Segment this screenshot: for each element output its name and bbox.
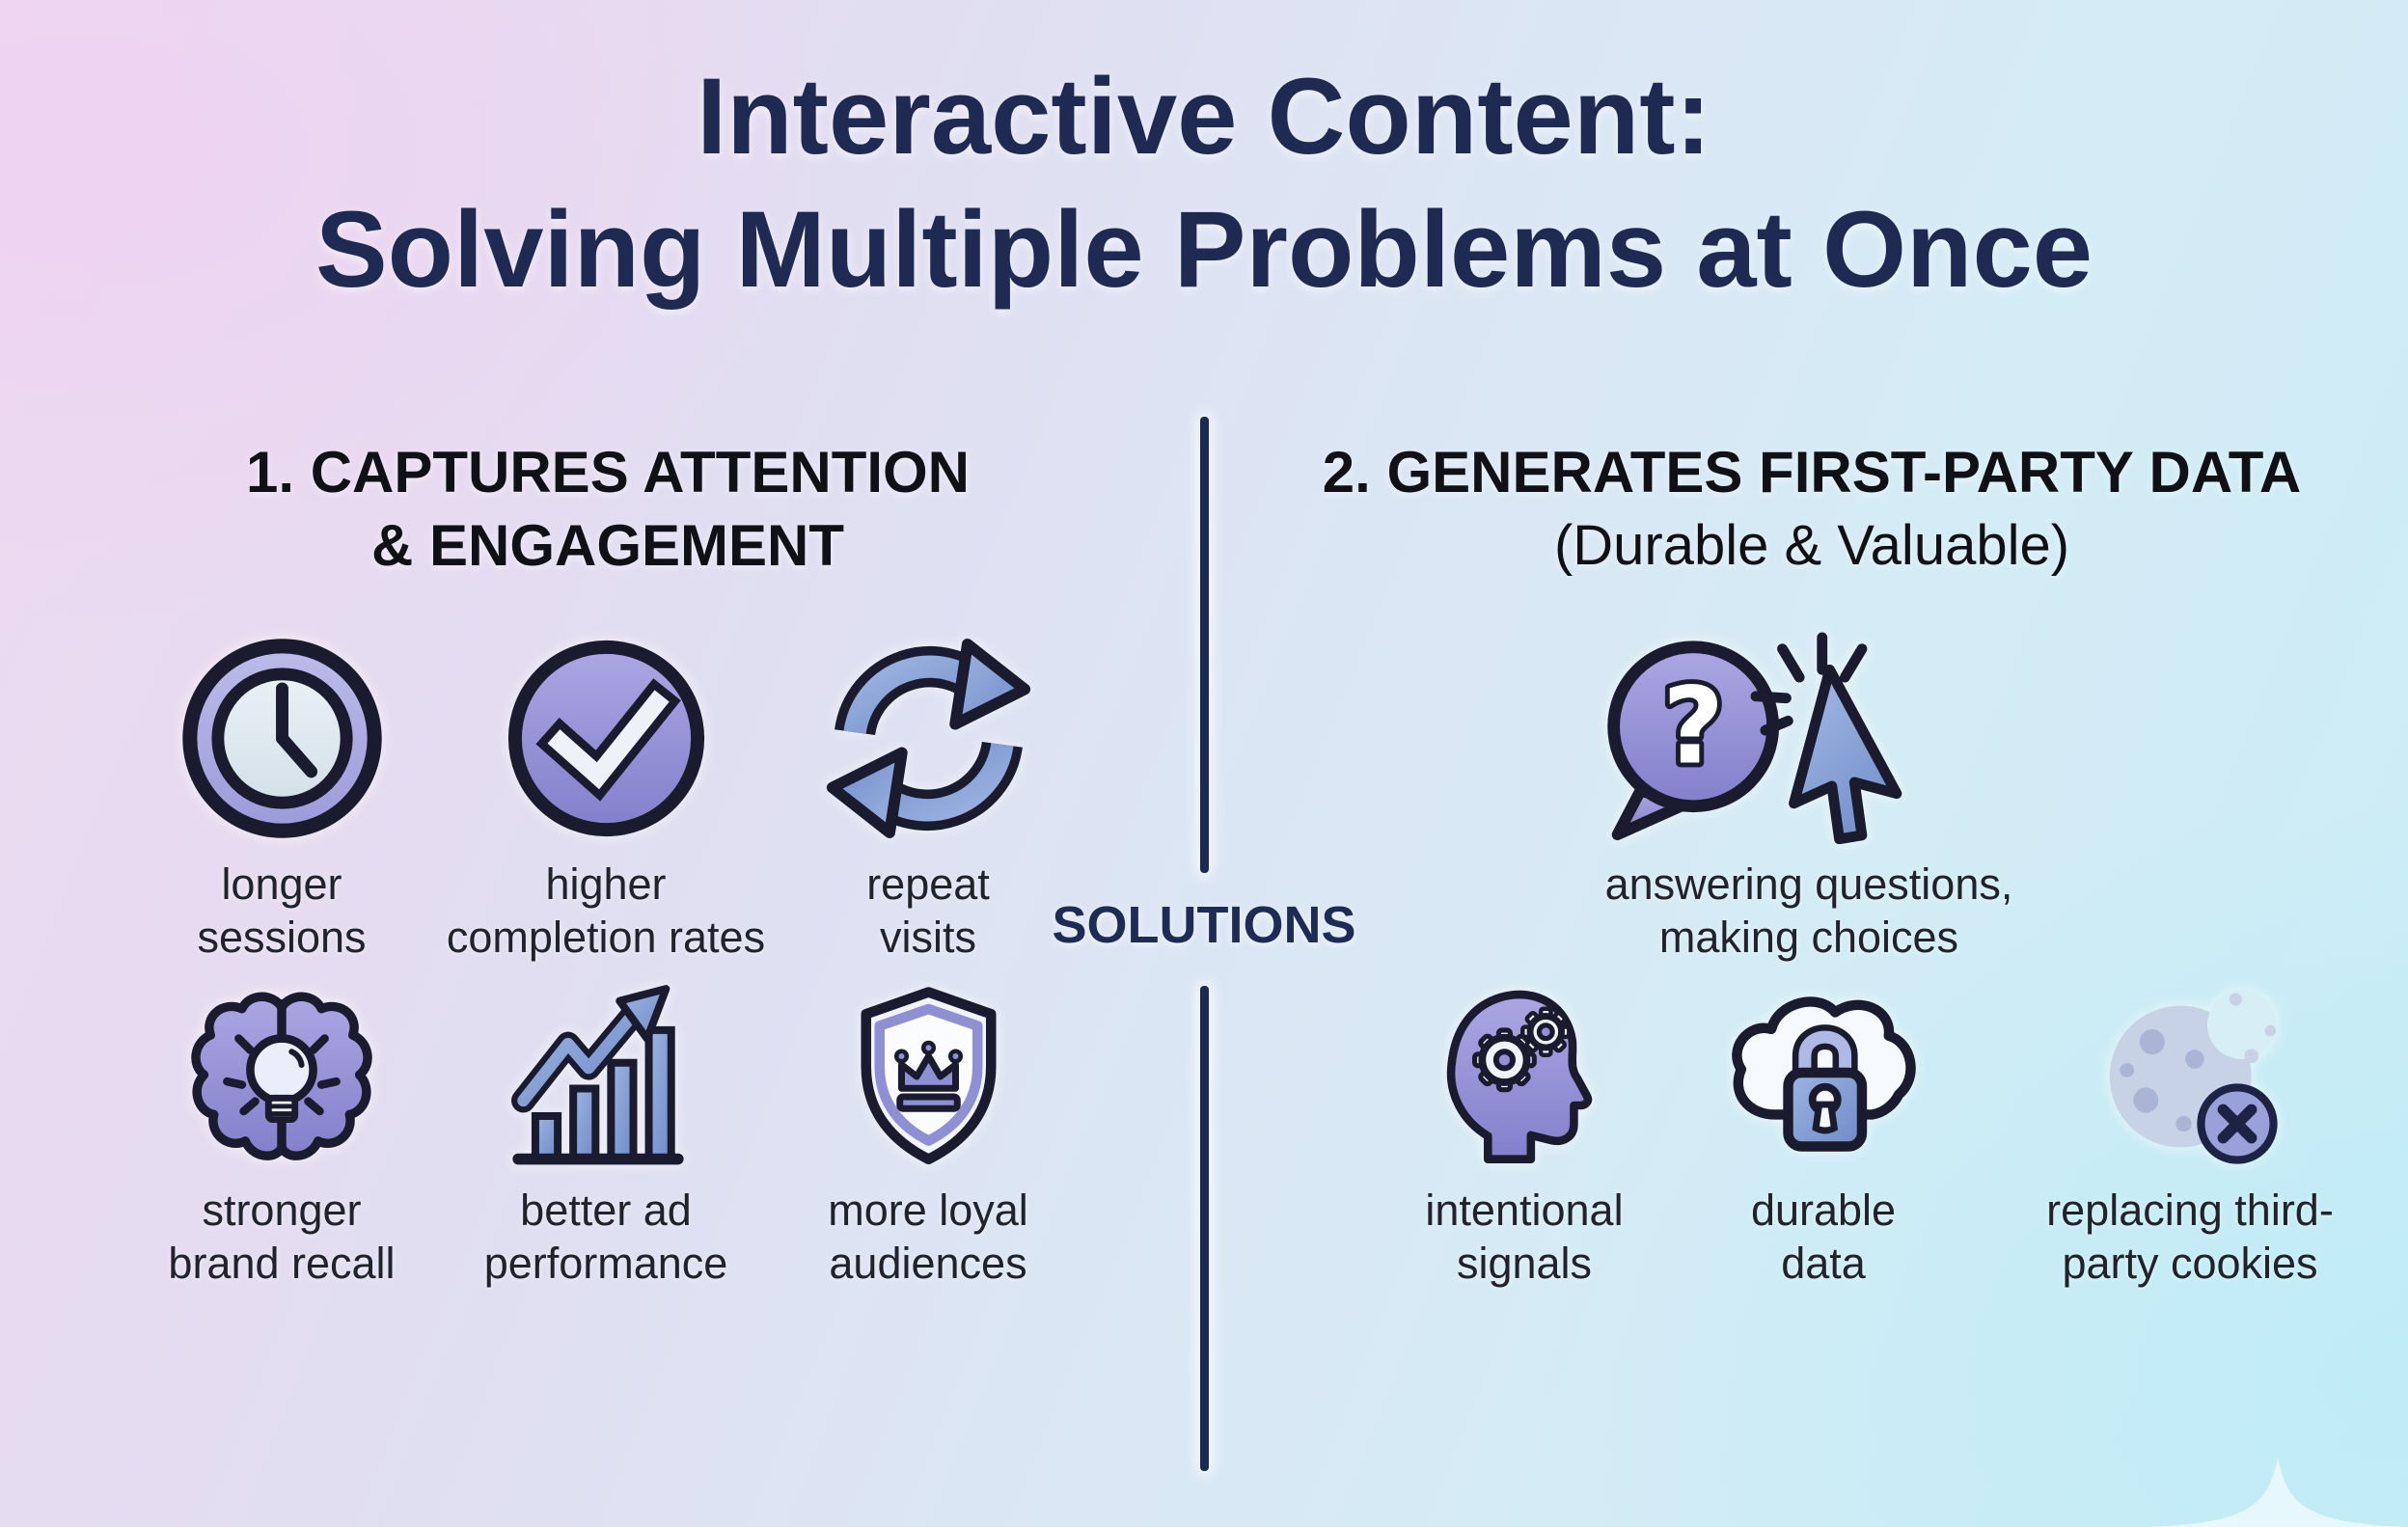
list-item: ? answering questions, making choices bbox=[1491, 632, 2127, 964]
item-label: better ad performance bbox=[483, 1186, 728, 1288]
cursor-icon bbox=[1789, 664, 1902, 844]
item-label: repeat visits bbox=[866, 859, 990, 962]
head-gears-icon bbox=[1432, 982, 1617, 1170]
solutions-label: SOLUTIONS bbox=[1052, 896, 1356, 954]
heading-line: 2. GENERATES FIRST-PARTY DATA bbox=[1322, 440, 2302, 504]
svg-text:?: ? bbox=[1662, 665, 1724, 788]
list-item: intentional signals bbox=[1351, 982, 1698, 1290]
question-bubble-icon: ? bbox=[1607, 641, 1780, 841]
section-heading-first-party-data: 2. GENERATES FIRST-PARTY DATA (Durable &… bbox=[1281, 436, 2342, 583]
list-item: better ad performance bbox=[432, 982, 780, 1290]
divider-line-top bbox=[1200, 417, 1209, 873]
item-label: stronger brand recall bbox=[168, 1186, 396, 1288]
item-label: intentional signals bbox=[1425, 1186, 1624, 1288]
heading-line: & ENGAGEMENT bbox=[370, 513, 845, 578]
brain-lightbulb-icon bbox=[182, 982, 381, 1170]
cloud-lock-icon bbox=[1721, 982, 1926, 1170]
list-item: more loyal audiences bbox=[754, 982, 1102, 1290]
item-label: answering questions, making choices bbox=[1604, 859, 2013, 962]
page-title: Interactive Content: Solving Multiple Pr… bbox=[0, 50, 2408, 316]
list-item: durable data bbox=[1650, 982, 1997, 1290]
cookie-chips bbox=[2120, 1028, 2204, 1132]
page-title-line2: Solving Multiple Problems at Once bbox=[315, 189, 2093, 310]
click-burst-icon bbox=[1750, 632, 1868, 736]
list-item: stronger brand recall bbox=[108, 982, 455, 1290]
shield-crown-icon bbox=[844, 982, 1013, 1170]
checkmark-circle-icon bbox=[503, 632, 710, 844]
item-label: higher completion rates bbox=[446, 859, 766, 962]
refresh-arrows-icon bbox=[825, 632, 1032, 844]
heading-line: 1. CAPTURES ATTENTION bbox=[245, 440, 971, 504]
blocked-cookie-icon bbox=[2095, 982, 2285, 1170]
item-label: more loyal audiences bbox=[828, 1186, 1028, 1288]
item-label: longer sessions bbox=[197, 859, 367, 962]
gear-large bbox=[1472, 1026, 1537, 1092]
list-item: repeat visits bbox=[754, 632, 1102, 964]
gear-small bbox=[1520, 1005, 1572, 1057]
corner-peak-decoration bbox=[2148, 1458, 2408, 1527]
list-item: higher completion rates bbox=[432, 632, 780, 964]
growth-chart-icon bbox=[511, 982, 700, 1170]
question-bubble-cursor-click-icon: ? bbox=[1591, 632, 2027, 844]
list-item: replacing third- party cookies bbox=[1974, 982, 2406, 1290]
divider-line-bottom bbox=[1200, 986, 1209, 1471]
section-heading-captures-attention: 1. CAPTURES ATTENTION & ENGAGEMENT bbox=[125, 436, 1090, 583]
item-label: durable data bbox=[1750, 1186, 1897, 1288]
list-item: longer sessions bbox=[108, 632, 455, 964]
heading-subline: (Durable & Valuable) bbox=[1553, 514, 2070, 577]
clock-icon bbox=[178, 632, 386, 844]
item-label: replacing third- party cookies bbox=[2046, 1186, 2334, 1288]
page-title-line1: Interactive Content: bbox=[697, 56, 1711, 177]
